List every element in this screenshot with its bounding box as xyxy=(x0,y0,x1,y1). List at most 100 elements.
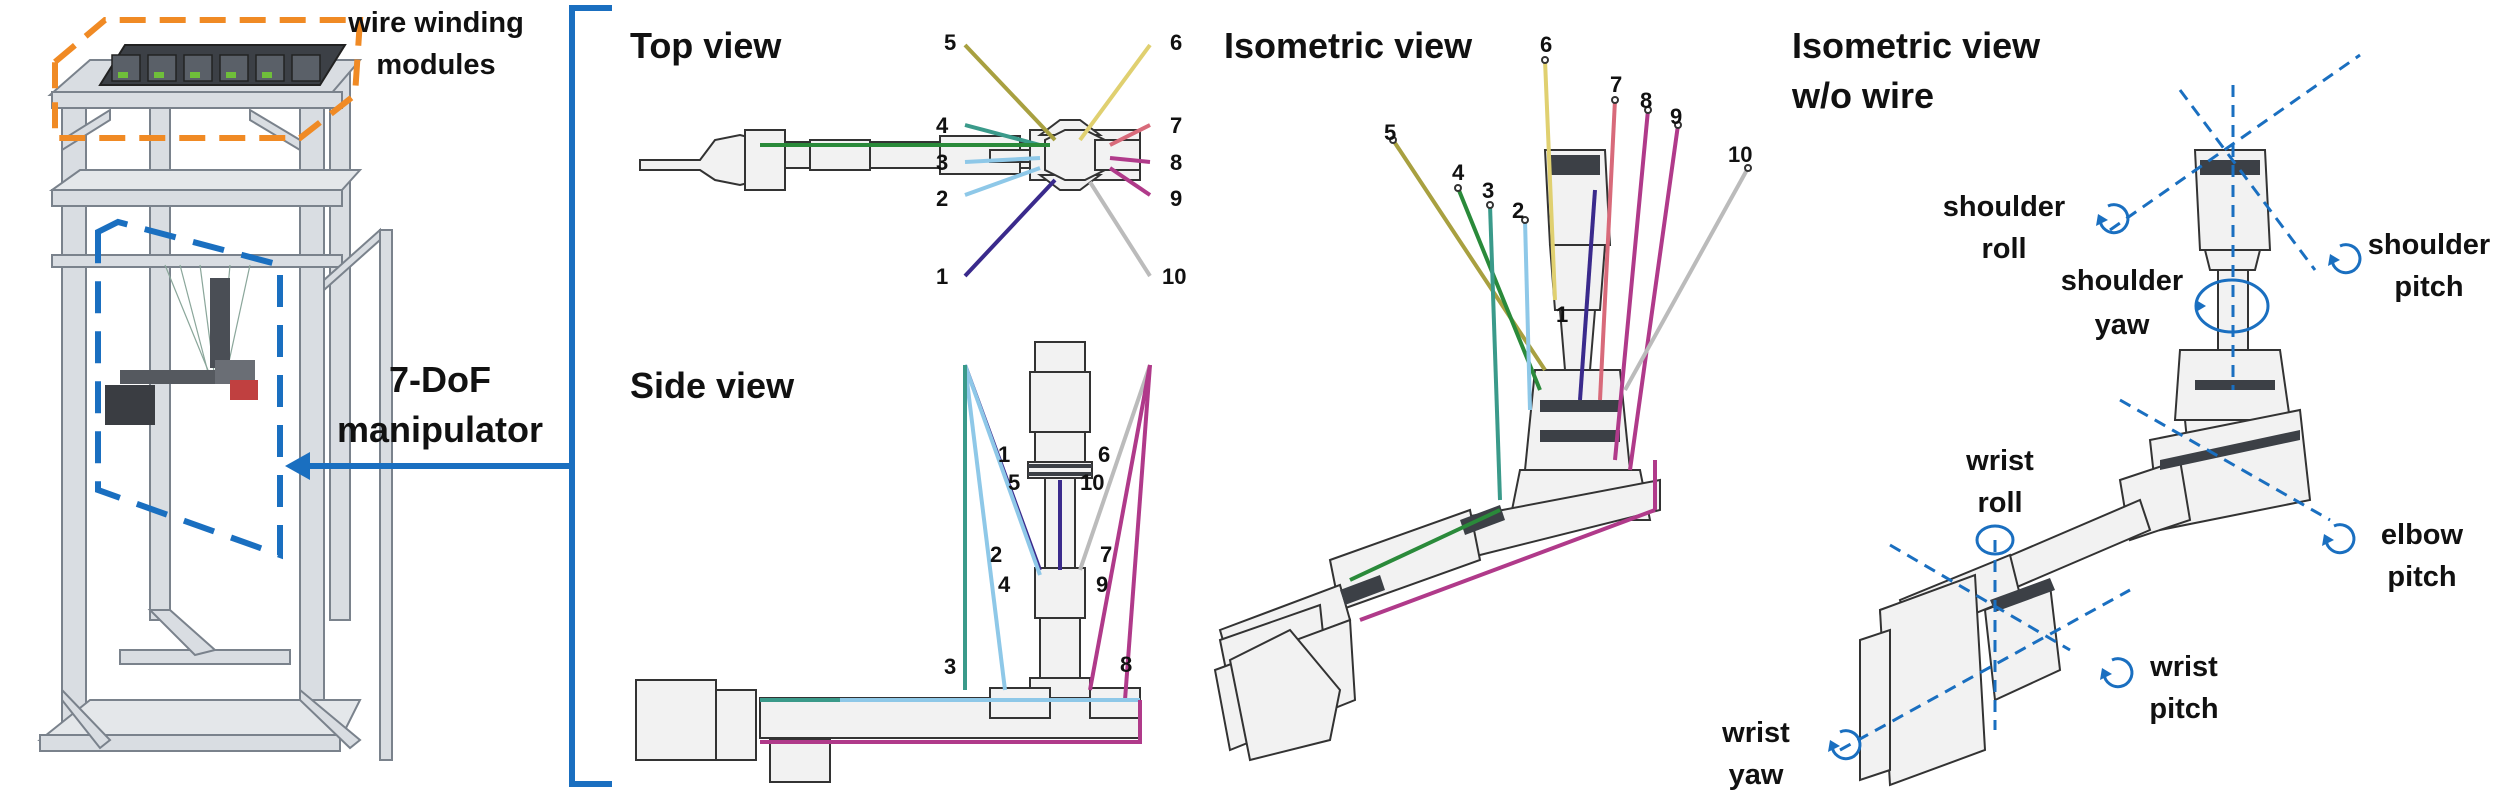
frame-post-right-brace xyxy=(379,229,393,761)
top-label-4: 4 xyxy=(936,113,949,138)
iso-view: Isometric view xyxy=(1213,25,1752,762)
shoulder-yaw-label-1: shoulder xyxy=(2061,265,2183,297)
side-label-1: 1 xyxy=(998,442,1010,467)
side-view: Side view xyxy=(630,341,1152,783)
wrist-yaw-label-2: yaw xyxy=(1729,759,1784,791)
winding-label-line1: wire winding xyxy=(347,7,524,39)
top-label-7: 7 xyxy=(1170,113,1182,138)
iso-label-9: 9 xyxy=(1670,104,1682,129)
top-label-5: 5 xyxy=(944,30,956,55)
wrist-yaw-label-1: wrist xyxy=(1721,717,1790,749)
iso-nowire-dark-parts xyxy=(1990,160,2300,612)
shoulder-roll-label-1: shoulder xyxy=(1943,191,2065,223)
winding-label-line2: modules xyxy=(376,49,495,81)
top-view-wires xyxy=(760,43,1152,278)
shoulder-yaw-label-2: yaw xyxy=(2095,309,2150,341)
rotation-arrowheads xyxy=(1828,214,2340,752)
iso-nowire-title-line1: Isometric view xyxy=(1792,25,2041,66)
winding-modules-highlight xyxy=(52,17,364,141)
side-label-3: 3 xyxy=(944,654,956,679)
frame-brace-6 xyxy=(147,609,218,657)
top-label-8: 8 xyxy=(1170,150,1182,175)
rot-shoulder-pitch-icon xyxy=(2330,243,2362,275)
top-view-arm xyxy=(639,119,1141,191)
top-view: Top view xyxy=(630,25,1186,289)
iso-label-10: 10 xyxy=(1728,142,1752,167)
iso-view-title: Isometric view xyxy=(1224,25,1473,66)
side-label-5: 5 xyxy=(1008,470,1020,495)
iso-view-wires xyxy=(1349,59,1750,622)
frame-mid-beam xyxy=(51,189,343,207)
side-label-9: 9 xyxy=(1096,572,1108,597)
frame-panel: wire winding modules xyxy=(37,7,524,761)
manipulator-pointer: 7-DoF manipulator xyxy=(285,359,572,480)
iso-label-6: 6 xyxy=(1540,32,1552,57)
rotation-arrows xyxy=(1830,203,2362,761)
manipulator-highlight xyxy=(95,218,283,560)
axis-shoulder-roll xyxy=(2109,53,2361,232)
rot-wrist-roll-icon xyxy=(1975,524,2015,556)
frame-brace-4 xyxy=(61,687,112,750)
top-label-1: 1 xyxy=(936,264,948,289)
axis-wrist-pitch xyxy=(1889,543,2071,652)
axis-wrist-yaw xyxy=(1839,588,2131,752)
side-label-6: 6 xyxy=(1098,442,1110,467)
side-label-7: 7 xyxy=(1100,542,1112,567)
iso-view-wire-ends xyxy=(1389,56,1752,224)
wrist-roll-label-2: roll xyxy=(1977,487,2022,519)
side-view-labels: 1 5 6 10 2 4 7 9 3 8 xyxy=(944,442,1132,679)
iso-label-8: 8 xyxy=(1640,88,1652,113)
side-view-title: Side view xyxy=(630,365,795,406)
rot-wrist-yaw-icon xyxy=(1830,729,1862,761)
manipulator-label-line2: manipulator xyxy=(337,409,543,450)
wrist-pitch-label-1: wrist xyxy=(2149,651,2218,683)
iso-label-7: 7 xyxy=(1610,72,1622,97)
iso-nowire-arm xyxy=(1859,149,2312,787)
frame-post-back-left xyxy=(149,59,171,621)
iso-nowire-view: Isometric view w/o wire xyxy=(1721,25,2490,791)
frame-base-beam xyxy=(39,734,341,752)
shoulder-roll-label-2: roll xyxy=(1981,233,2026,265)
axis-shoulder-pitch xyxy=(2178,89,2317,271)
top-view-title: Top view xyxy=(630,25,782,66)
side-view-wires xyxy=(760,364,1152,744)
iso-label-2: 2 xyxy=(1512,198,1524,223)
frame-brace-2 xyxy=(249,108,301,152)
pointer-arrow-head xyxy=(285,452,310,480)
iso-nowire-title-line2: w/o wire xyxy=(1791,75,1934,116)
elbow-pitch-label-2: pitch xyxy=(2387,561,2456,593)
winding-modules xyxy=(98,44,347,86)
shoulder-pitch-label-2: pitch xyxy=(2394,271,2463,303)
top-label-6: 6 xyxy=(1170,30,1182,55)
iso-label-4: 4 xyxy=(1452,160,1465,185)
side-view-rings xyxy=(1028,464,1092,476)
shoulder-pitch-label-1: shoulder xyxy=(2368,229,2490,261)
top-label-2: 2 xyxy=(936,186,948,211)
iso-view-labels: 5 6 4 3 2 1 7 8 9 10 xyxy=(1384,32,1752,327)
side-label-2: 2 xyxy=(990,542,1002,567)
frame-top-beam xyxy=(51,91,343,109)
side-label-4: 4 xyxy=(998,572,1011,597)
iso-label-3: 3 xyxy=(1482,178,1494,203)
manipulator-label-line1: 7-DoF xyxy=(389,359,491,400)
top-label-9: 9 xyxy=(1170,186,1182,211)
side-view-arm xyxy=(635,341,1141,783)
rot-shoulder-roll-icon xyxy=(2098,203,2130,235)
rot-elbow-pitch-icon xyxy=(2324,523,2356,555)
side-label-10: 10 xyxy=(1080,470,1104,495)
wrist-pitch-label-2: pitch xyxy=(2149,693,2218,725)
iso-nowire-axes xyxy=(1839,53,2361,752)
frame-brace-5 xyxy=(299,687,362,750)
frame-manipulator xyxy=(105,278,258,425)
joint-labels: shoulder roll shoulder pitch shoulder ya… xyxy=(1721,191,2490,791)
views-bracket xyxy=(569,5,612,787)
iso-label-5: 5 xyxy=(1384,120,1396,145)
top-label-10: 10 xyxy=(1162,264,1186,289)
iso-view-dark-parts xyxy=(1340,155,1620,605)
axis-elbow-pitch xyxy=(2119,398,2331,522)
frame-post-back-right xyxy=(329,59,351,621)
elbow-pitch-label-1: elbow xyxy=(2381,519,2464,551)
top-view-labels: 5 6 4 7 3 8 2 9 1 10 xyxy=(936,30,1186,289)
